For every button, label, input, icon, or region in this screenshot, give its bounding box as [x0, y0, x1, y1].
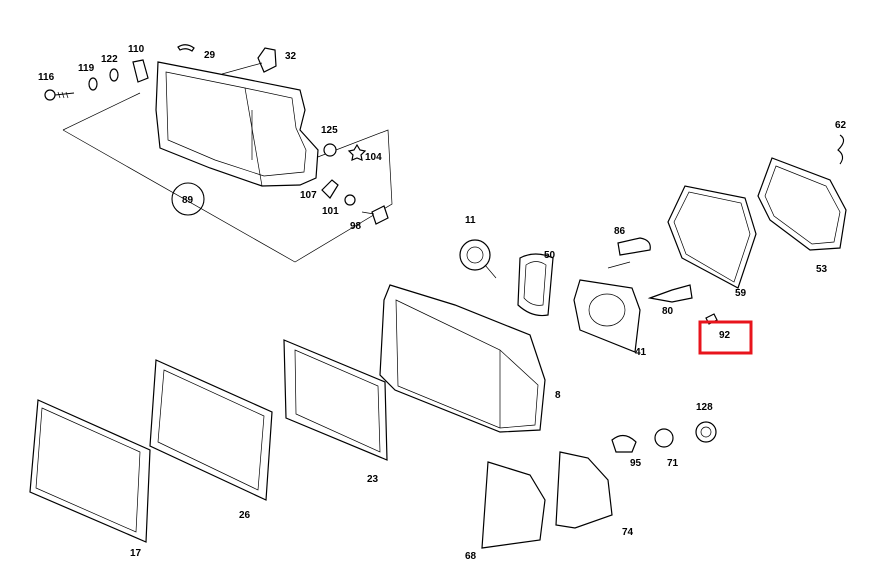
lamp-parts: [29, 284, 717, 549]
label-41: 41: [635, 347, 647, 358]
label-86: 86: [614, 226, 626, 237]
washer-part: [88, 77, 98, 91]
screw-part: [44, 89, 75, 101]
adjuster-125-part: [323, 143, 337, 157]
label-89: 89: [182, 195, 194, 206]
clip-29-part: [177, 44, 195, 52]
label-95: 95: [630, 458, 642, 469]
label-59: 59: [735, 288, 747, 299]
highlight-box: [698, 320, 753, 355]
label-128: 128: [696, 402, 713, 413]
washer-101-part: [344, 194, 356, 206]
part-labels: 116 119 122 110 29 32 125 104 107 101 98…: [38, 44, 847, 562]
label-23: 23: [367, 474, 379, 485]
label-116: 116: [38, 72, 55, 83]
label-11: 11: [465, 215, 476, 226]
label-29: 29: [204, 50, 216, 61]
label-98: 98: [350, 221, 362, 232]
label-32: 32: [285, 51, 297, 62]
label-110: 110: [128, 44, 145, 55]
label-8: 8: [555, 390, 561, 401]
star-104-part: [347, 143, 367, 161]
ref-circle-89: [171, 182, 205, 216]
housing-assembly: [44, 44, 393, 263]
label-125: 125: [321, 125, 338, 136]
connector-32-part: [257, 47, 277, 73]
label-101: 101: [322, 206, 339, 217]
clip-107-part: [321, 179, 339, 199]
label-17: 17: [130, 548, 142, 559]
label-68: 68: [465, 551, 477, 562]
label-92: 92: [719, 330, 731, 341]
label-71: 71: [667, 458, 679, 469]
label-74: 74: [622, 527, 634, 538]
label-26: 26: [239, 510, 251, 521]
label-50: 50: [544, 250, 556, 261]
bulb-parts: [459, 134, 847, 353]
label-80: 80: [662, 306, 674, 317]
label-122: 122: [101, 54, 118, 65]
label-107: 107: [300, 190, 317, 201]
clip-part: [132, 59, 149, 83]
label-53: 53: [816, 264, 828, 275]
label-119: 119: [78, 63, 95, 74]
label-62: 62: [835, 120, 847, 131]
label-104: 104: [365, 152, 382, 163]
nut-part: [109, 68, 119, 82]
plug-98-part: [371, 205, 389, 225]
